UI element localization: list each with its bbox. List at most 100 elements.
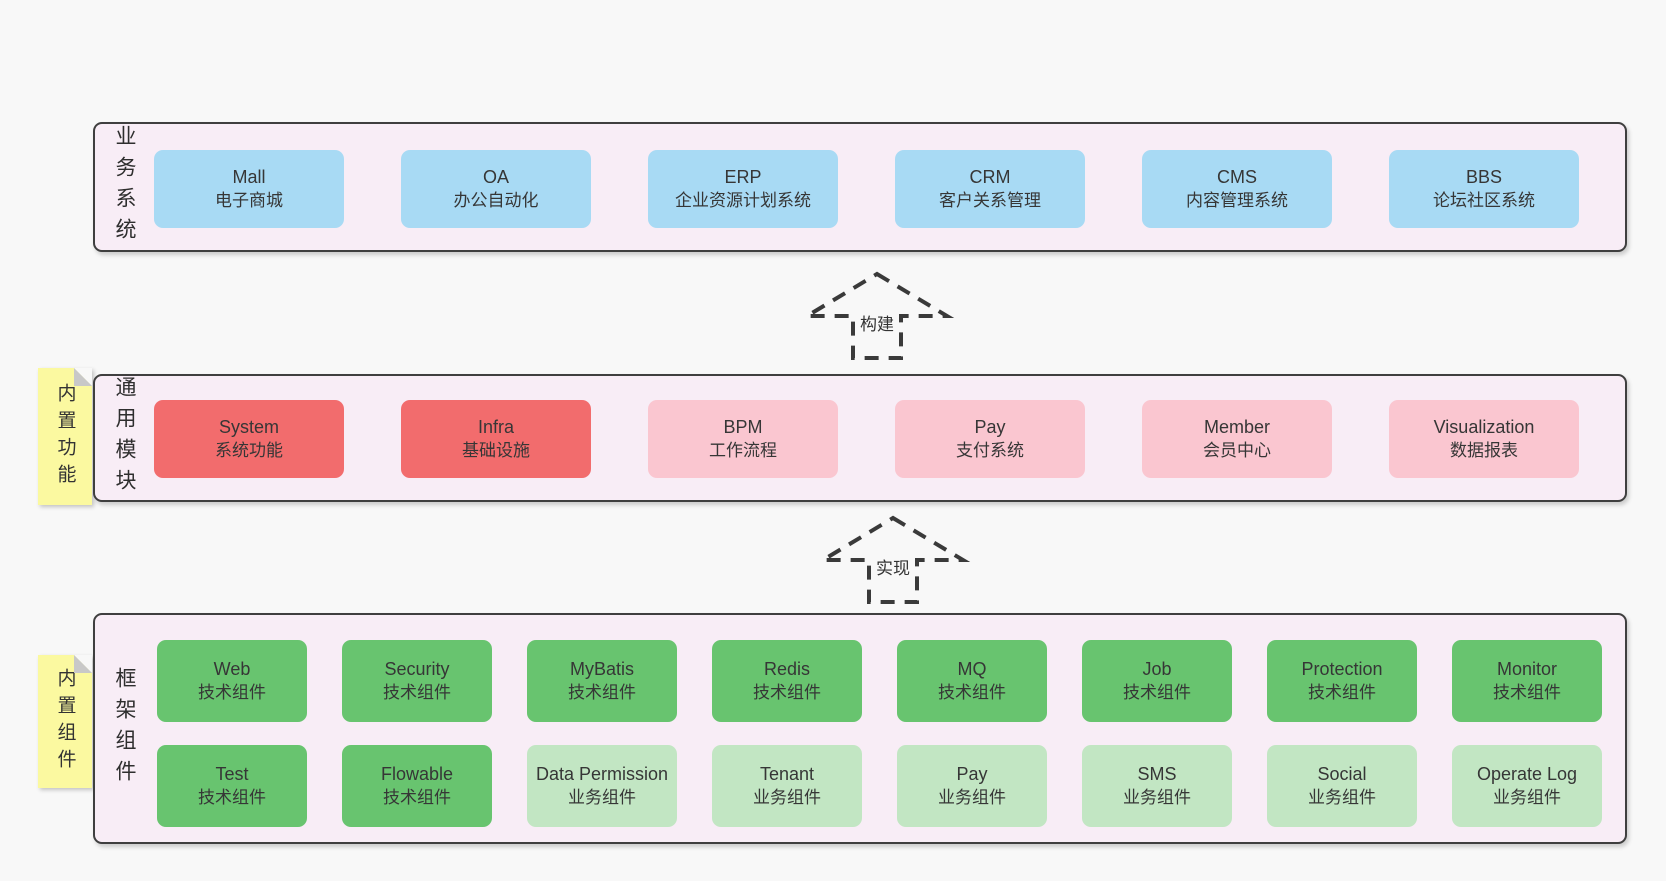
box-name: Test (215, 764, 249, 785)
panel-framework-components: 框架组件 Web 技术组件 Security 技术组件 MyBatis 技术组件… (93, 613, 1627, 844)
box-redis: Redis 技术组件 (712, 640, 862, 722)
box-social: Social 业务组件 (1267, 745, 1417, 827)
box-mall: Mall 电子商城 (154, 150, 344, 228)
box-bbs: BBS 论坛社区系统 (1389, 150, 1579, 228)
box-name: Protection (1301, 659, 1383, 680)
box-name: Monitor (1496, 659, 1558, 680)
box-name: CMS (1217, 167, 1257, 188)
box-desc: 论坛社区系统 (1433, 190, 1535, 210)
box-tenant: Tenant 业务组件 (712, 745, 862, 827)
box-cms: CMS 内容管理系统 (1142, 150, 1332, 228)
panel-business-label: 业务系统 (113, 125, 136, 249)
box-name: System (218, 417, 279, 438)
box-member: Member 会员中心 (1142, 400, 1332, 478)
arrow-implement-label: 实现 (873, 554, 913, 579)
box-bpm: BPM 工作流程 (648, 400, 838, 478)
box-system: System 系统功能 (154, 400, 344, 478)
panel-modules-label: 通用模块 (113, 376, 136, 500)
box-name: MQ (957, 659, 987, 680)
box-name: BPM (723, 417, 763, 438)
box-monitor: Monitor 技术组件 (1452, 640, 1602, 722)
box-name: BBS (1465, 167, 1503, 188)
sticky-note-built-in-components: 内置组件 (38, 655, 92, 788)
box-protection: Protection 技术组件 (1267, 640, 1417, 722)
box-name: SMS (1137, 764, 1177, 785)
box-desc: 技术组件 (198, 682, 266, 702)
box-flowable: Flowable 技术组件 (342, 745, 492, 827)
box-name: Visualization (1433, 417, 1535, 438)
box-mq: MQ 技术组件 (897, 640, 1047, 722)
box-name: Operate Log (1476, 764, 1578, 785)
box-security: Security 技术组件 (342, 640, 492, 722)
box-name: Pay (974, 417, 1006, 438)
up-arrow-dashed-icon (799, 271, 955, 360)
box-desc: 技术组件 (198, 787, 266, 807)
box-mybatis: MyBatis 技术组件 (527, 640, 677, 722)
box-desc: 企业资源计划系统 (675, 190, 811, 210)
box-desc: 办公自动化 (453, 190, 539, 210)
box-name: Member (1203, 417, 1270, 438)
box-name: ERP (724, 167, 762, 188)
box-desc: 技术组件 (383, 682, 451, 702)
box-visualization: Visualization 数据报表 (1389, 400, 1579, 478)
box-name: Social (1317, 764, 1367, 785)
box-name: OA (482, 167, 509, 188)
box-desc: 技术组件 (383, 787, 451, 807)
box-name: Security (384, 659, 450, 680)
box-name: Infra (477, 417, 515, 438)
up-arrow-dashed-icon (815, 515, 971, 604)
box-operate-log: Operate Log 业务组件 (1452, 745, 1602, 827)
box-desc: 技术组件 (568, 682, 636, 702)
box-desc: 业务组件 (938, 787, 1006, 807)
box-name: Tenant (759, 764, 815, 785)
box-desc: 技术组件 (753, 682, 821, 702)
box-desc: 基础设施 (462, 440, 530, 460)
box-name: Data Permission (535, 764, 669, 785)
box-desc: 技术组件 (938, 682, 1006, 702)
box-name: Job (1142, 659, 1172, 680)
box-oa: OA 办公自动化 (401, 150, 591, 228)
box-pay: Pay 支付系统 (895, 400, 1085, 478)
box-name: Flowable (380, 764, 454, 785)
panel-business-systems: 业务系统 Mall 电子商城 OA 办公自动化 ERP 企业资源计划系统 CRM… (93, 122, 1627, 252)
box-desc: 内容管理系统 (1186, 190, 1288, 210)
panel-common-modules: 通用模块 System 系统功能 Infra 基础设施 BPM 工作流程 Pay… (93, 374, 1627, 502)
box-pay-business: Pay 业务组件 (897, 745, 1047, 827)
box-desc: 数据报表 (1450, 440, 1518, 460)
box-sms: SMS 业务组件 (1082, 745, 1232, 827)
arrow-build-label: 构建 (857, 310, 897, 335)
box-infra: Infra 基础设施 (401, 400, 591, 478)
note-text: 内置功能 (54, 382, 76, 491)
box-data-permission: Data Permission 业务组件 (527, 745, 677, 827)
box-name: Pay (956, 764, 988, 785)
box-crm: CRM 客户关系管理 (895, 150, 1085, 228)
box-desc: 业务组件 (1123, 787, 1191, 807)
box-name: MyBatis (569, 659, 634, 680)
box-erp: ERP 企业资源计划系统 (648, 150, 838, 228)
box-desc: 支付系统 (956, 440, 1024, 460)
box-name: CRM (969, 167, 1011, 188)
note-text: 内置组件 (54, 667, 76, 776)
box-desc: 业务组件 (753, 787, 821, 807)
box-test: Test 技术组件 (157, 745, 307, 827)
box-desc: 业务组件 (568, 787, 636, 807)
sticky-note-built-in-features: 内置功能 (38, 368, 92, 505)
box-desc: 系统功能 (215, 440, 283, 460)
box-desc: 业务组件 (1308, 787, 1376, 807)
box-desc: 工作流程 (709, 440, 777, 460)
box-desc: 会员中心 (1203, 440, 1271, 460)
box-name: Mall (232, 167, 266, 188)
box-desc: 技术组件 (1493, 682, 1561, 702)
box-desc: 业务组件 (1493, 787, 1561, 807)
box-name: Web (213, 659, 251, 680)
arrow-build: 构建 (797, 270, 957, 362)
box-web: Web 技术组件 (157, 640, 307, 722)
box-desc: 电子商城 (215, 190, 283, 210)
box-desc: 技术组件 (1123, 682, 1191, 702)
box-desc: 技术组件 (1308, 682, 1376, 702)
box-desc: 客户关系管理 (939, 190, 1041, 210)
arrow-implement: 实现 (813, 514, 973, 606)
panel-components-label: 框架组件 (113, 666, 136, 791)
box-name: Redis (763, 659, 811, 680)
box-job: Job 技术组件 (1082, 640, 1232, 722)
